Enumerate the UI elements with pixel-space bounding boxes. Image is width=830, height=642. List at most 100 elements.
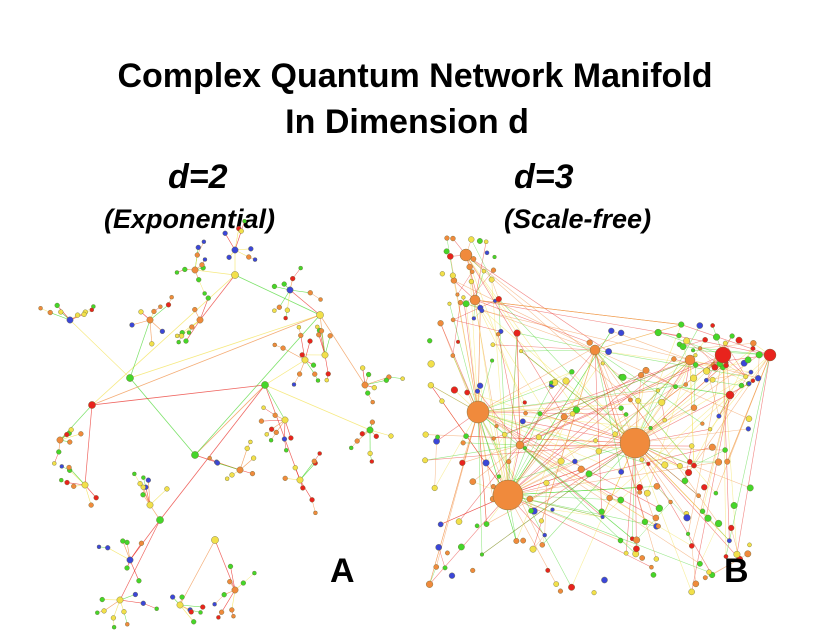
network-edge bbox=[485, 434, 505, 464]
network-node bbox=[202, 257, 208, 262]
network-node bbox=[261, 405, 266, 410]
network-node bbox=[194, 252, 200, 258]
network-edge bbox=[725, 354, 771, 557]
network-node bbox=[211, 536, 219, 544]
network-edge bbox=[264, 384, 301, 481]
network-edge bbox=[729, 343, 754, 396]
network-edge bbox=[289, 289, 321, 316]
network-edge bbox=[552, 509, 603, 518]
network-edge bbox=[50, 312, 71, 321]
network-node bbox=[654, 328, 662, 337]
network-node bbox=[490, 267, 497, 273]
network-edge bbox=[477, 411, 657, 527]
network-node bbox=[271, 283, 278, 290]
network-node bbox=[701, 484, 708, 491]
network-node bbox=[696, 493, 701, 499]
network-node bbox=[251, 455, 257, 461]
network-node bbox=[121, 609, 127, 615]
network-edge bbox=[59, 433, 81, 441]
network-node bbox=[89, 307, 95, 313]
network-node bbox=[689, 543, 695, 549]
network-node bbox=[733, 550, 741, 558]
network-node bbox=[59, 464, 64, 469]
network-node bbox=[427, 338, 433, 344]
network-node bbox=[542, 532, 547, 538]
network-node bbox=[738, 382, 745, 389]
network-node bbox=[459, 248, 473, 262]
network-node bbox=[154, 606, 159, 611]
network-edge bbox=[477, 411, 535, 512]
network-node bbox=[746, 484, 754, 492]
network-node bbox=[137, 481, 143, 487]
network-edge bbox=[693, 449, 726, 466]
network-edge bbox=[707, 370, 720, 417]
network-node bbox=[569, 410, 576, 417]
network-node bbox=[236, 466, 244, 474]
network-node bbox=[179, 594, 185, 600]
network-edge bbox=[289, 289, 311, 294]
network-node bbox=[231, 271, 239, 279]
network-node bbox=[164, 486, 170, 492]
network-node bbox=[231, 586, 239, 594]
network-node bbox=[460, 440, 466, 446]
network-node bbox=[655, 504, 663, 512]
network-node bbox=[370, 399, 375, 405]
network-node bbox=[619, 427, 651, 459]
network-edge bbox=[129, 377, 196, 456]
network-edge bbox=[519, 380, 567, 446]
network-node bbox=[483, 521, 490, 527]
network-node bbox=[698, 346, 703, 351]
network-node bbox=[501, 431, 508, 438]
network-b-scale-free bbox=[422, 235, 777, 596]
network-node bbox=[435, 434, 440, 440]
network-edge bbox=[507, 446, 713, 496]
network-node bbox=[195, 244, 201, 251]
network-node bbox=[292, 465, 298, 471]
network-edge bbox=[149, 304, 169, 321]
network-edge bbox=[516, 333, 521, 446]
network-node bbox=[652, 514, 660, 522]
network-edge bbox=[472, 444, 521, 482]
panel-b-letter: B bbox=[724, 552, 749, 590]
network-node bbox=[435, 544, 442, 551]
network-node bbox=[360, 365, 366, 371]
network-node bbox=[468, 236, 475, 243]
network-node bbox=[425, 580, 434, 588]
network-edge bbox=[481, 310, 691, 361]
network-node bbox=[313, 510, 318, 516]
network-edge bbox=[630, 399, 651, 429]
network-node bbox=[693, 353, 698, 358]
network-node bbox=[506, 459, 512, 465]
network-node bbox=[535, 434, 542, 441]
network-node bbox=[366, 371, 372, 378]
network-node bbox=[321, 351, 329, 359]
network-node bbox=[653, 556, 660, 562]
network-edge bbox=[465, 254, 526, 414]
network-edge bbox=[493, 442, 636, 487]
network-edge bbox=[477, 411, 649, 465]
network-node bbox=[468, 278, 475, 285]
network-edge bbox=[474, 299, 682, 325]
network-node bbox=[519, 349, 524, 354]
network-node bbox=[439, 271, 445, 277]
network-node bbox=[572, 458, 578, 465]
network-edge bbox=[440, 323, 479, 413]
network-node bbox=[569, 369, 575, 375]
network-edge bbox=[91, 274, 236, 406]
network-node bbox=[464, 389, 471, 396]
network-node bbox=[515, 440, 525, 450]
network-node bbox=[311, 458, 317, 464]
network-edge bbox=[687, 354, 724, 534]
network-node bbox=[560, 413, 568, 421]
network-edge bbox=[217, 462, 241, 471]
network-node bbox=[745, 426, 751, 432]
network-node bbox=[690, 404, 698, 411]
network-edge bbox=[699, 523, 719, 564]
network-node bbox=[714, 346, 732, 364]
network-node bbox=[56, 436, 64, 444]
network-edge bbox=[299, 462, 316, 481]
network-node bbox=[182, 266, 188, 273]
network-edge bbox=[429, 494, 509, 585]
network-edge bbox=[453, 319, 501, 332]
network-node bbox=[557, 588, 564, 594]
